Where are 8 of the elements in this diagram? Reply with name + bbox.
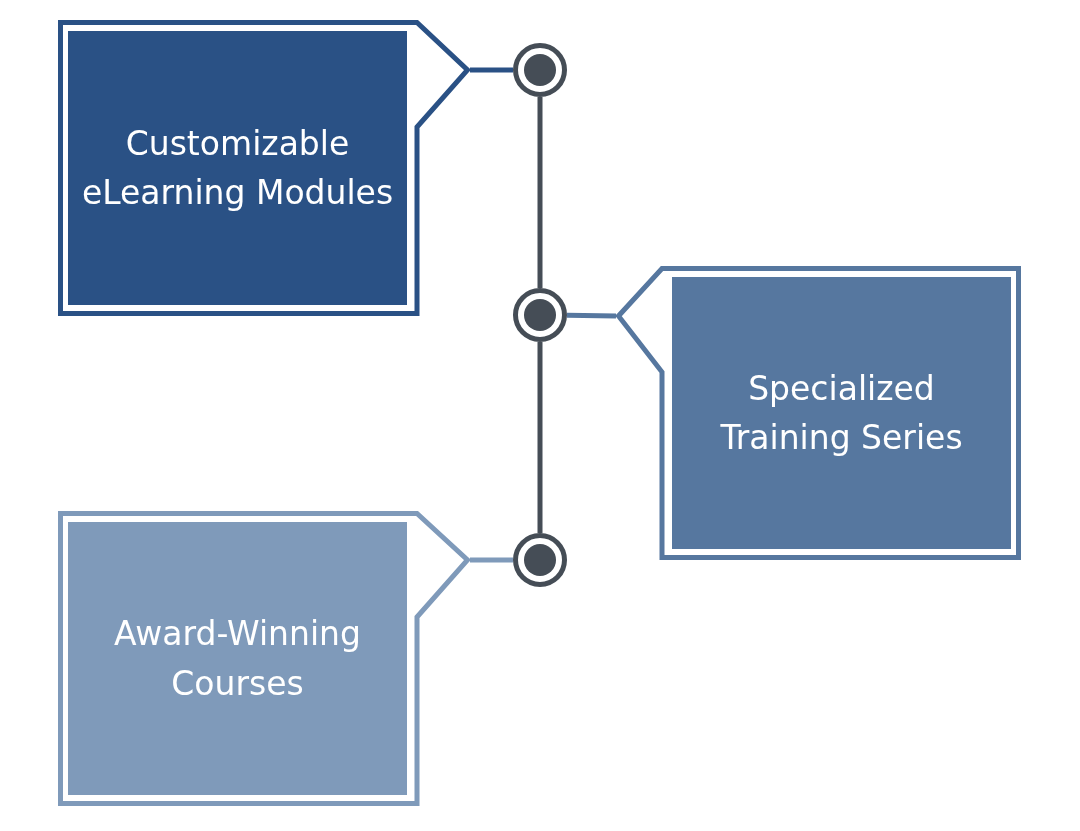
box-label: Customizable eLearning Modules <box>80 122 395 214</box>
connector-line <box>470 67 513 73</box>
connector-line <box>470 557 513 563</box>
connector-line <box>566 312 617 319</box>
connector-line <box>537 342 543 533</box>
box-label: Specialized Training Series <box>719 367 964 459</box>
box-label: Award-Winning Courses <box>113 613 362 705</box>
connector-line <box>537 97 543 288</box>
